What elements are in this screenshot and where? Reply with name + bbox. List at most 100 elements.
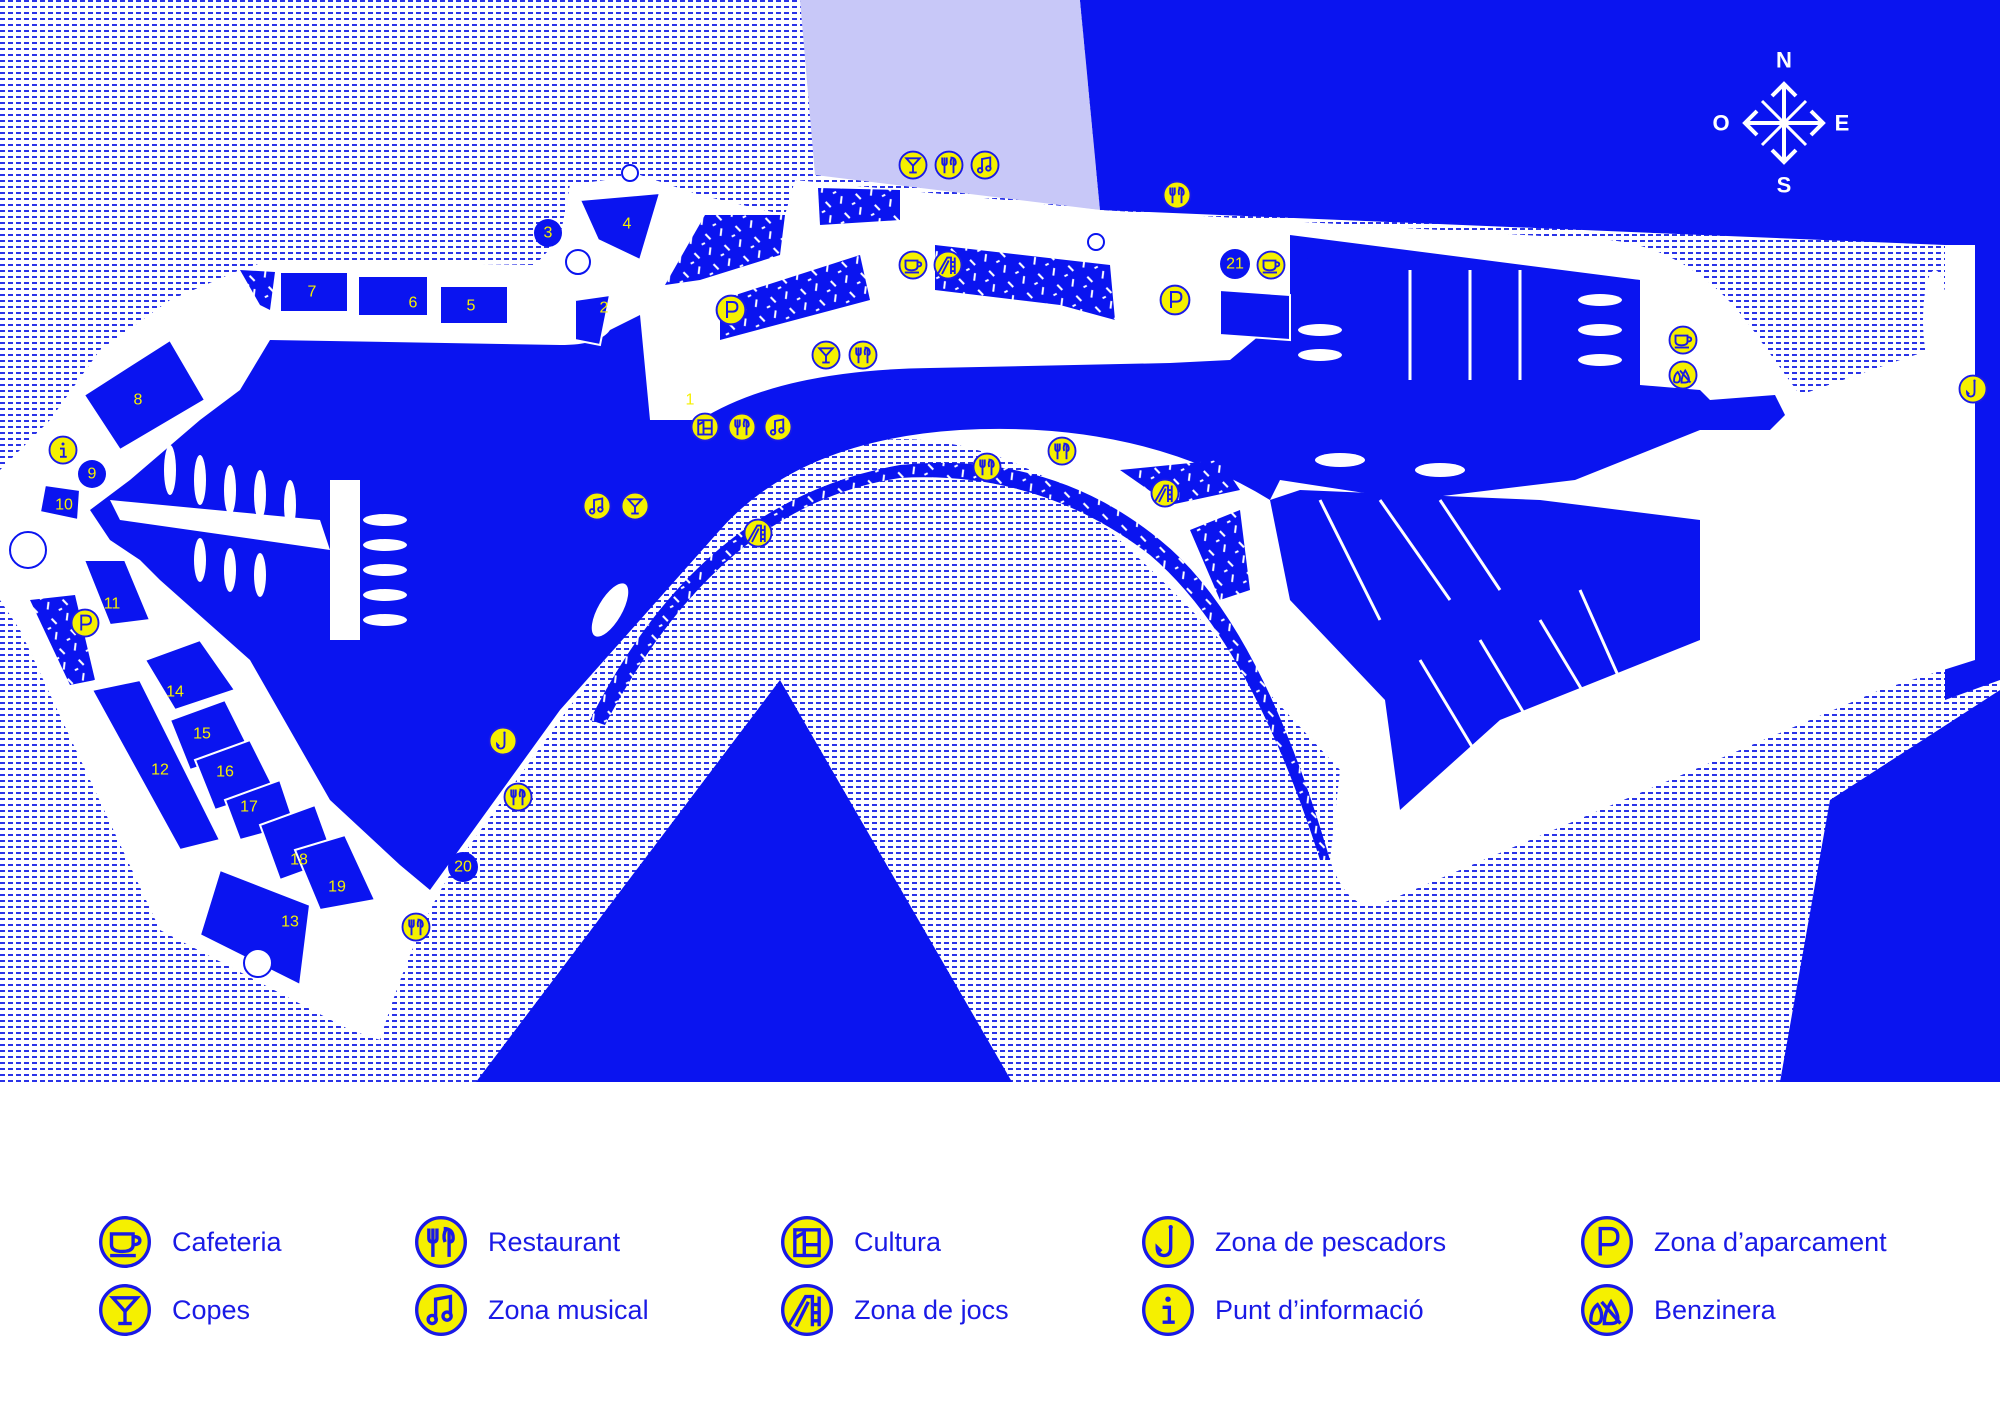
- cocktail-icon: [811, 340, 841, 370]
- inner-basin: [90, 235, 1785, 890]
- fork-knife-icon: [972, 452, 1002, 482]
- outer-water-southeast: [1780, 690, 2000, 1082]
- legend-label: Restaurant: [488, 1226, 621, 1257]
- music-note-icon: [763, 412, 793, 442]
- fork-knife-icon: [848, 340, 878, 370]
- legend-cafeteria: Cafeteria: [98, 1214, 282, 1270]
- fuel-icon: [1581, 1284, 1633, 1336]
- culture-icon: [781, 1216, 833, 1268]
- pale-block: [800, 0, 1100, 210]
- garden-north-4: [818, 188, 900, 225]
- parking-icon: [1581, 1216, 1633, 1268]
- zone-5: 5: [467, 298, 476, 315]
- triangle-water: [476, 680, 1012, 1082]
- cup-icon: [1256, 250, 1286, 280]
- pier-west: [110, 500, 330, 550]
- fishing-hook-icon: [1142, 1216, 1194, 1268]
- garden-nw: [240, 270, 275, 310]
- garden-north-1: [665, 215, 785, 285]
- pier-west-2: [330, 480, 360, 640]
- legend-label: Zona d’aparcament: [1654, 1226, 1887, 1257]
- slide-icon: [743, 518, 773, 548]
- compass-rose: N S E O: [1712, 48, 1849, 198]
- zone-21: 21: [1226, 256, 1244, 273]
- zone-1: 1: [686, 392, 695, 409]
- info-icon: [48, 435, 78, 465]
- east-pontoons: [1318, 270, 1622, 761]
- legend-label: Cafeteria: [172, 1226, 282, 1257]
- compass-east: E: [1835, 111, 1850, 136]
- fork-knife-icon: [1047, 436, 1077, 466]
- info-icon: [1142, 1284, 1194, 1336]
- zone-4: 4: [623, 216, 632, 233]
- roundabouts: [9, 164, 1105, 978]
- cocktail-icon: [898, 150, 928, 180]
- parking-icon: [715, 294, 747, 326]
- fuel-icon: [1668, 360, 1698, 390]
- fishing-hook-icon: [488, 726, 518, 756]
- slide-icon: [1150, 478, 1180, 508]
- legend-label: Cultura: [854, 1226, 942, 1257]
- zone-2: 2: [600, 300, 609, 317]
- zone-13: 13: [281, 914, 299, 931]
- legend-zona-de-jocs: Zona de jocs: [780, 1282, 1009, 1338]
- cup-icon: [1668, 325, 1698, 355]
- fork-knife-icon: [727, 412, 757, 442]
- legend-restaurant: Restaurant: [414, 1214, 620, 1270]
- fork-knife-icon: [934, 150, 964, 180]
- zone-7: 7: [308, 284, 317, 301]
- zone-20: 20: [454, 859, 472, 876]
- compass-west: O: [1712, 111, 1729, 136]
- cocktail-icon: [620, 491, 650, 521]
- cocktail-icon: [99, 1284, 151, 1336]
- music-note-icon: [970, 150, 1000, 180]
- legend-label: Zona musical: [488, 1294, 649, 1325]
- legend-label: Punt d’informació: [1215, 1294, 1424, 1325]
- legend-cultura: Cultura: [780, 1214, 941, 1270]
- legend-copes: Copes: [98, 1282, 250, 1338]
- cup-icon: [898, 250, 928, 280]
- zone-11: 11: [104, 596, 121, 613]
- parking-icon: [1159, 284, 1191, 316]
- zone-14: 14: [166, 684, 184, 701]
- slide-icon: [933, 250, 963, 280]
- legend-label: Zona de pescadors: [1215, 1226, 1447, 1257]
- fork-knife-icon: [415, 1216, 467, 1268]
- zone-6: 6: [409, 295, 418, 312]
- music-note-icon: [415, 1284, 467, 1336]
- zone-labels: 1 2 3 4 5 6 7 8 9 10 11 12 13 14 15 16 1…: [55, 216, 1250, 931]
- fork-knife-icon: [1162, 180, 1192, 210]
- parking-icon: [70, 608, 100, 638]
- music-note-icon: [582, 491, 612, 521]
- compass-south: S: [1777, 173, 1792, 198]
- fork-knife-icon: [503, 782, 533, 812]
- zone-15: 15: [193, 726, 211, 743]
- map-legend: Cafeteria Copes Restaurant Zona musical …: [0, 1082, 2000, 1414]
- fishing-hook-icon: [1958, 374, 1988, 404]
- zone-10: 10: [55, 497, 73, 514]
- legend-zona-de-pescadors: Zona de pescadors: [1141, 1214, 1446, 1270]
- legend-benzinera: Benzinera: [1580, 1282, 1776, 1338]
- zone-17: 17: [240, 799, 258, 816]
- legend-label: Copes: [172, 1294, 251, 1325]
- buildings: [38, 191, 1291, 987]
- legend-punt-informacio: Punt d’informació: [1141, 1282, 1424, 1338]
- zone-9: 9: [88, 466, 97, 483]
- boats: [164, 270, 1947, 637]
- zone-18: 18: [290, 852, 308, 869]
- garden-east-2: [1190, 510, 1250, 600]
- culture-icon: [690, 412, 720, 442]
- zone-19: 19: [328, 879, 346, 896]
- harbour-map: 1 2 3 4 5 6 7 8 9 10 11 12 13 14 15 16 1…: [0, 0, 2000, 1082]
- garden-east-1: [1120, 460, 1240, 505]
- legend-zona-musical: Zona musical: [414, 1282, 649, 1338]
- legend-zona-aparcament: Zona d’aparcament: [1580, 1214, 1887, 1270]
- garden-north-3: [935, 245, 1115, 320]
- zone-16: 16: [216, 764, 234, 781]
- zone-3: 3: [544, 225, 553, 242]
- garden-north-2: [720, 255, 870, 340]
- zone-8: 8: [134, 392, 143, 409]
- slide-icon: [781, 1284, 833, 1336]
- compass-north: N: [1776, 48, 1792, 73]
- legend-label: Benzinera: [1654, 1294, 1776, 1325]
